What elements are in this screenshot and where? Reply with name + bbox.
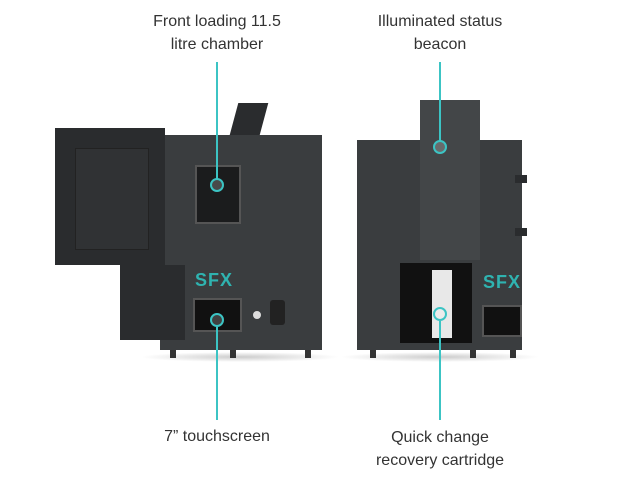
brand-logo: SFX (195, 270, 234, 290)
cartridge-label: Quick change recovery cartridge (340, 426, 540, 472)
side-clip (515, 175, 527, 183)
beacon-callout-line (439, 62, 441, 142)
cartridge-callout-dot (433, 307, 447, 321)
power-button[interactable] (253, 311, 261, 319)
touchscreen[interactable] (482, 305, 522, 337)
center-column (420, 100, 480, 260)
foot (370, 350, 376, 358)
cartridge-callout-line (439, 321, 441, 420)
chamber-window (195, 165, 241, 224)
beacon-label: Illuminated status beacon (340, 10, 540, 56)
side-clip (515, 228, 527, 236)
beacon-handle (229, 103, 269, 135)
brand-logo: SFX (483, 272, 522, 292)
foot (230, 350, 236, 358)
chamber-callout-dot (210, 178, 224, 192)
foot (510, 350, 516, 358)
label-line: beacon (413, 36, 467, 53)
shadow (140, 352, 340, 362)
label-line: Front loading 11.5 (153, 13, 281, 30)
foot (470, 350, 476, 358)
label-line: recovery cartridge (375, 452, 505, 469)
recovery-cartridge[interactable] (432, 270, 452, 338)
label-line: 7” touchscreen (164, 428, 270, 445)
touchscreen-callout-line (216, 327, 218, 420)
label-line: litre chamber (170, 36, 264, 53)
touchscreen-callout-dot (210, 313, 224, 327)
foot (170, 350, 176, 358)
label-line: Illuminated status (377, 13, 503, 30)
lower-door (120, 265, 185, 340)
label-line: Quick change (391, 429, 489, 446)
door-panel (75, 148, 149, 250)
beacon-callout-dot (433, 140, 447, 154)
port-icon (270, 300, 285, 325)
touchscreen-label: 7” touchscreen (117, 425, 317, 448)
chamber-label: Front loading 11.5 litre chamber (117, 10, 317, 56)
foot (305, 350, 311, 358)
chamber-callout-line (216, 62, 218, 180)
